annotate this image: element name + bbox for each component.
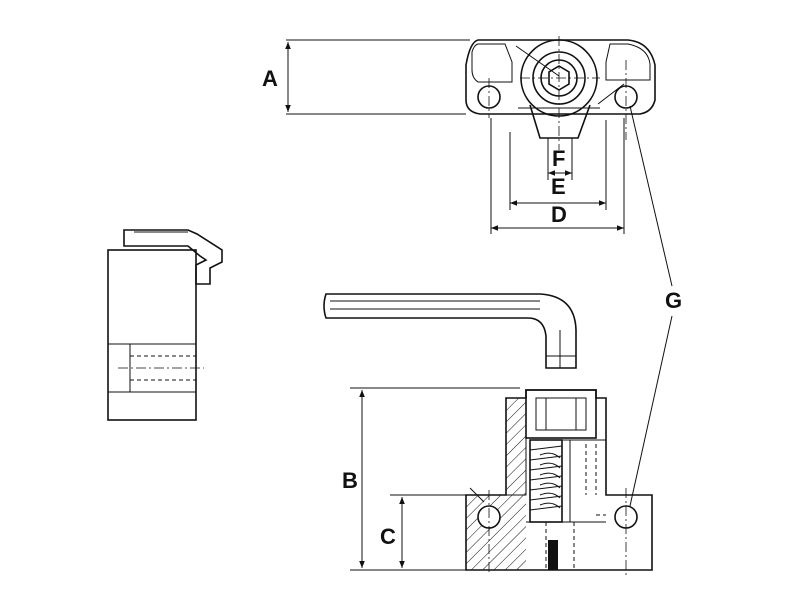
label-f: F	[552, 146, 565, 171]
label-g: G	[665, 288, 682, 313]
label-d: D	[551, 202, 567, 227]
side-view	[107, 229, 223, 421]
top-view	[285, 36, 656, 234]
section-view	[350, 387, 653, 575]
label-a: A	[262, 66, 278, 91]
g-leaders	[629, 105, 673, 507]
label-c: C	[380, 524, 396, 549]
hex-key	[323, 293, 577, 369]
label-e: E	[551, 174, 566, 199]
label-b: B	[342, 468, 358, 493]
